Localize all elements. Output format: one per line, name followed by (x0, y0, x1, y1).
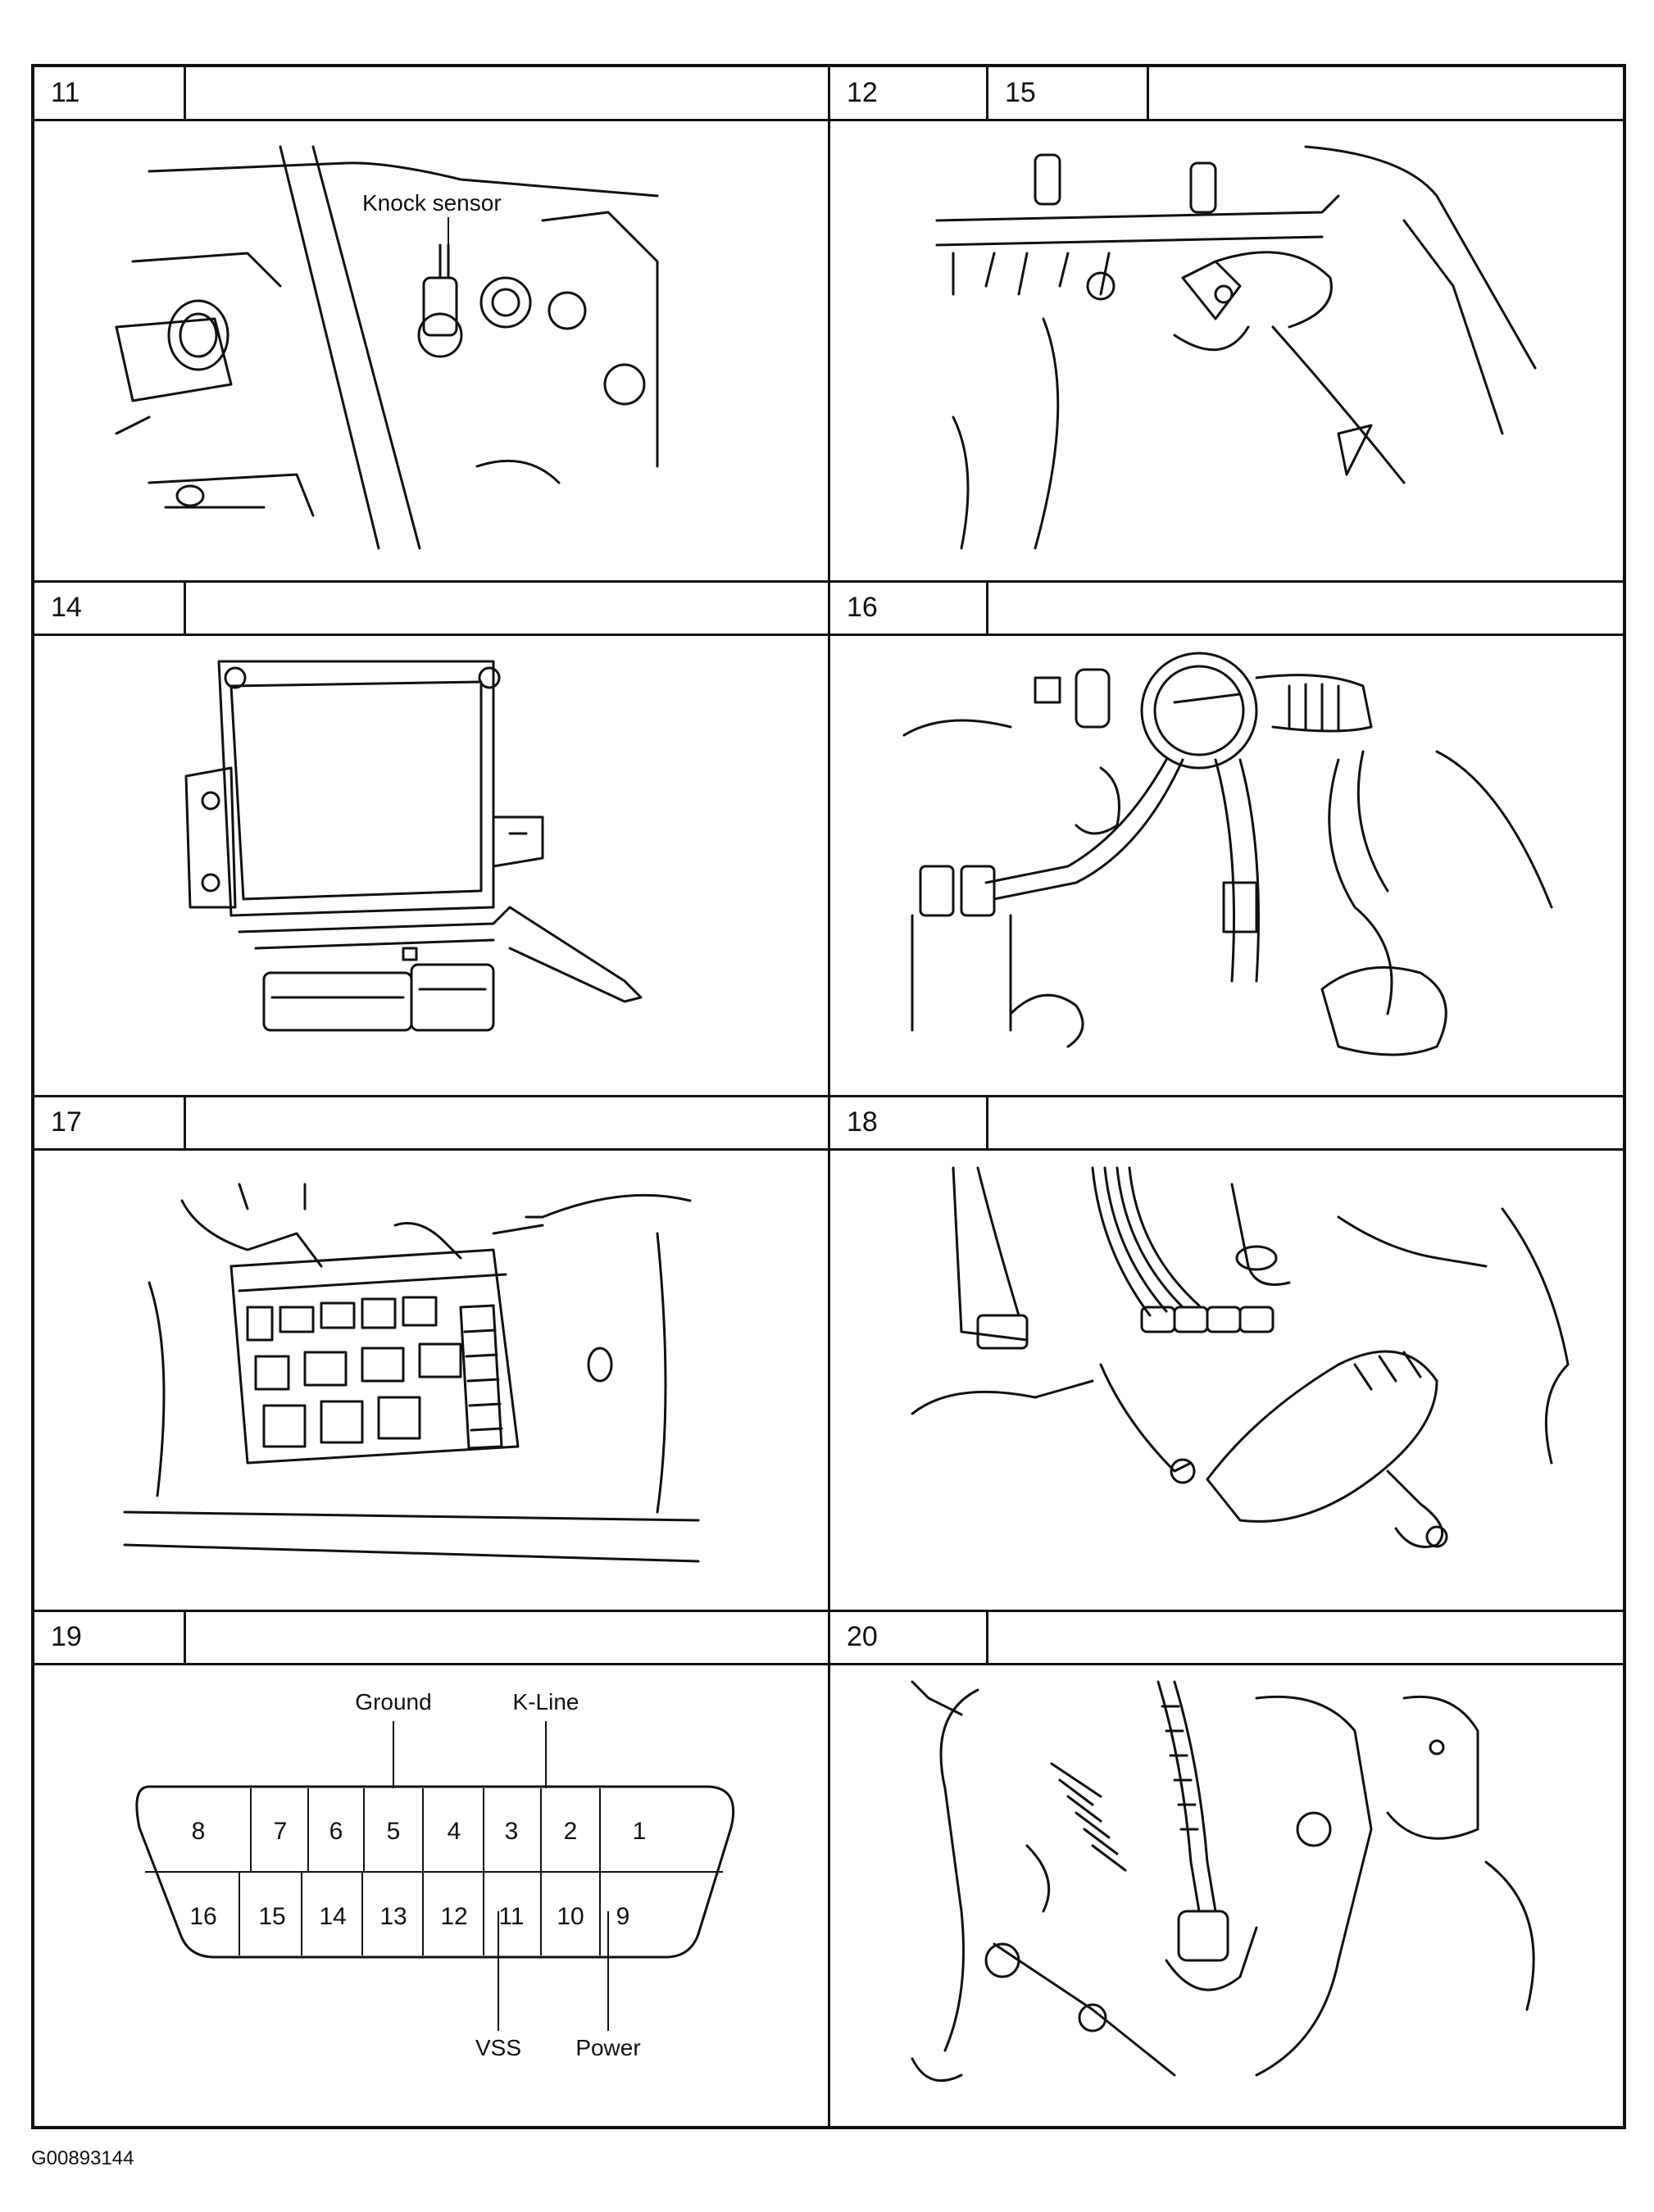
row-divider (34, 1610, 1623, 1612)
pin-12-label: 12 (440, 1903, 467, 1930)
panel-number: 18 (830, 1097, 988, 1148)
panel-17: 17 (34, 1097, 828, 1611)
panel-header: 12 15 (830, 67, 1626, 121)
row-divider (34, 580, 1623, 583)
panel-header: 19 (34, 1611, 828, 1665)
panel-header: 20 (830, 1611, 1626, 1665)
panel-11: 11 (34, 67, 828, 582)
panel-number: 17 (34, 1097, 186, 1148)
row-divider (34, 1095, 1623, 1097)
panel-14: 14 (34, 582, 828, 1097)
panel-number: 14 (34, 582, 186, 634)
pin-13-label: 13 (379, 1903, 407, 1930)
panel-number: 19 (34, 1611, 186, 1663)
pin-14-label: 14 (319, 1903, 346, 1930)
pin-4-label: 4 (448, 1818, 461, 1845)
panel-number: 16 (830, 582, 988, 634)
power-label: Power (575, 2035, 640, 2060)
pin-3-label: 3 (505, 1818, 519, 1845)
sensor-connector-illustration (830, 121, 1626, 582)
pin-8-label: 8 (192, 1818, 206, 1845)
throttle-body-illustration (830, 636, 1626, 1097)
pin-1-label: 1 (633, 1818, 647, 1845)
pin-7-label: 7 (274, 1818, 288, 1845)
panel-header: 16 (830, 582, 1626, 636)
panel-header: 11 (34, 67, 828, 121)
knock-sensor-label: Knock sensor (362, 190, 502, 216)
pin-16-label: 16 (189, 1903, 216, 1930)
panel-header: 14 (34, 582, 828, 636)
panel-12-15: 12 15 (830, 67, 1626, 582)
panel-16: 16 (830, 582, 1626, 1097)
pin-5-label: 5 (387, 1818, 401, 1845)
panel-number: 12 (830, 67, 988, 119)
knock-sensor-illustration: Knock sensor (34, 121, 828, 582)
panel-number: 20 (830, 1611, 988, 1663)
pin-9-label: 9 (616, 1903, 630, 1930)
panel-number: 11 (34, 67, 186, 119)
fuse-box-illustration (34, 1151, 828, 1611)
ground-label: Ground (355, 1689, 431, 1715)
data-link-connector: 8 7 6 5 4 3 2 1 16 15 14 13 12 11 10 9 Ground K-Line VS… (34, 1665, 828, 2129)
pin-6-label: 6 (329, 1818, 343, 1845)
air-intake-illustration (830, 1151, 1626, 1611)
ecm-unit-illustration (34, 636, 828, 1097)
panel-header: 17 (34, 1097, 828, 1151)
vss-label: VSS (475, 2035, 521, 2060)
pin-10-label: 10 (557, 1903, 584, 1930)
kline-label: K-Line (513, 1689, 579, 1715)
pin-11-label: 11 (498, 1903, 524, 1930)
panel-number: 15 (988, 67, 1149, 119)
pin-2-label: 2 (564, 1818, 578, 1845)
sensor-harness-illustration (830, 1665, 1626, 2129)
panel-header: 18 (830, 1097, 1626, 1151)
panel-20: 20 (830, 1611, 1626, 2129)
panel-18: 18 (830, 1097, 1626, 1611)
figure-id: G00893144 (31, 2147, 134, 2169)
pin-15-label: 15 (258, 1903, 285, 1930)
panel-19: 19 8 7 6 5 4 3 2 1 16 15 14 13 12 11 10 9 Ground K-Line… (34, 1611, 828, 2129)
diagram-sheet: 11 (31, 64, 1626, 2129)
